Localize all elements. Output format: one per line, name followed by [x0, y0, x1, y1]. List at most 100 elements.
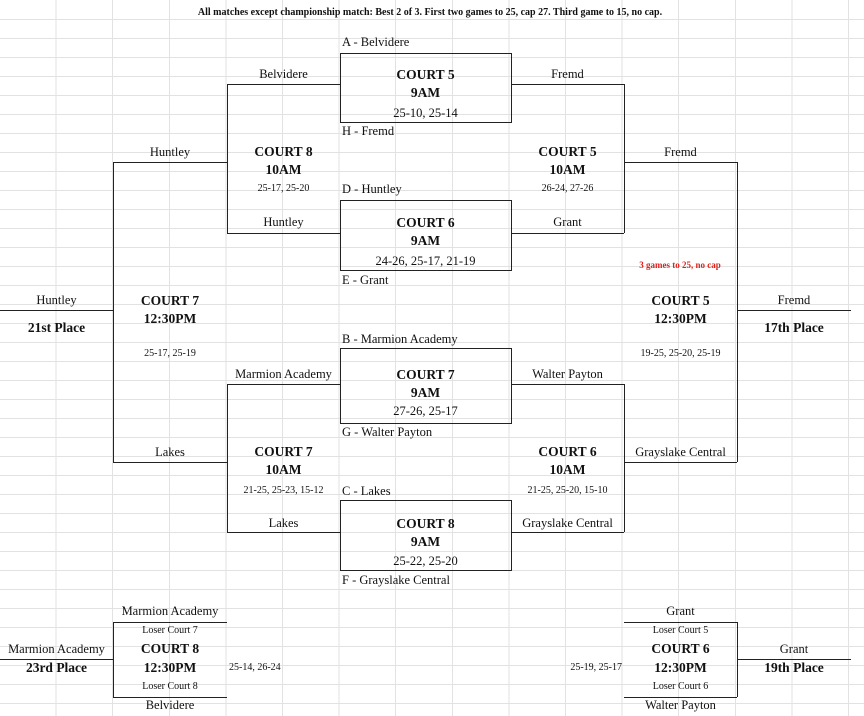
seed-d: D - Huntley [342, 182, 402, 196]
final-winner-left: Huntley [36, 293, 77, 307]
bracket-line [737, 659, 851, 660]
score-label: 25-19, 25-17 [570, 662, 622, 673]
seed-b: B - Marmion Academy [342, 332, 458, 346]
place-label: 23rd Place [25, 660, 88, 675]
time-label: 10AM [265, 462, 302, 477]
team-label: Walter Payton [532, 367, 603, 381]
seed-g: G - Walter Payton [342, 425, 433, 439]
bracket-line [227, 84, 228, 233]
bracket-line [624, 84, 625, 233]
bracket-line [624, 697, 737, 698]
bracket-line [511, 84, 624, 85]
source-label: Loser Court 5 [652, 625, 709, 636]
place-label: 19th Place [764, 660, 824, 675]
bracket-line [113, 162, 227, 163]
bracket-line [737, 310, 851, 311]
time-label: 12:30PM [654, 660, 707, 675]
court-label: COURT 6 [396, 215, 455, 230]
bracket-line [624, 162, 737, 163]
time-label: 10AM [549, 162, 586, 177]
bracket-line [113, 622, 114, 697]
match-box-top-1 [340, 53, 512, 123]
score-label: 24-26, 25-17, 21-19 [375, 254, 476, 268]
team-label: Huntley [263, 215, 304, 229]
bracket-line [227, 233, 340, 234]
court-label: COURT 8 [254, 144, 313, 159]
court-label: COURT 8 [396, 516, 455, 531]
court-label: COURT 7 [396, 367, 455, 382]
team-label: Belvidere [259, 67, 308, 81]
score-label: 21-25, 25-20, 15-10 [527, 485, 608, 496]
bracket-line [227, 384, 340, 385]
bracket-line [113, 622, 227, 623]
team-label: Fremd [551, 67, 584, 81]
score-label: 21-25, 25-23, 15-12 [243, 485, 324, 496]
team-label: Grayslake Central [522, 516, 613, 530]
source-label: Loser Court 7 [142, 625, 198, 636]
time-label: 9AM [410, 233, 441, 248]
team-label: Huntley [149, 145, 191, 159]
bracket-line [113, 462, 227, 463]
time-label: 9AM [410, 534, 441, 549]
team-label: Marmion Academy [121, 604, 219, 618]
seed-c: C - Lakes [342, 484, 391, 498]
team-label: Lakes [155, 445, 185, 459]
court-label: COURT 7 [140, 293, 200, 308]
rules-note: All matches except championship match: B… [197, 7, 663, 18]
bracket-line [0, 310, 113, 311]
time-label: 12:30PM [143, 311, 197, 326]
bracket-line [227, 384, 228, 532]
team-label: Belvidere [145, 698, 195, 712]
score-label: 19-25, 25-20, 25-19 [640, 348, 721, 359]
bracket-line [113, 162, 114, 462]
bracket-line [227, 532, 340, 533]
court-label: COURT 5 [651, 293, 710, 308]
bracket-line [511, 233, 624, 234]
court-label: COURT 5 [396, 67, 455, 82]
place-left: 21st Place [27, 320, 86, 335]
team-label: Grant [553, 215, 582, 229]
place-right: 17th Place [764, 320, 824, 335]
team-label: Marmion Academy [235, 367, 332, 381]
consolation-winner-right: Grant [779, 642, 809, 656]
score-label: 25-17, 25-19 [144, 348, 196, 359]
seed-h: H - Fremd [342, 124, 395, 138]
bracket-line [113, 697, 227, 698]
score-label: 25-17, 25-20 [257, 183, 310, 194]
court-label: COURT 5 [538, 144, 597, 159]
bracket-line [511, 384, 624, 385]
bracket-line [0, 659, 113, 660]
time-label: 9AM [410, 85, 441, 100]
seed-a: A - Belvidere [342, 35, 410, 49]
court-label: COURT 8 [140, 641, 200, 656]
seed-f: F - Grayslake Central [342, 573, 450, 587]
team-label: Fremd [664, 145, 697, 159]
time-label: 10AM [265, 162, 302, 177]
consolation-winner-left: Marmion Academy [8, 642, 105, 656]
match-box-bottom-2 [340, 500, 512, 571]
bracket-line [624, 462, 737, 463]
championship-note: 3 games to 25, no cap [639, 260, 721, 270]
court-label: COURT 6 [651, 641, 710, 656]
bracket-line [737, 162, 738, 462]
score-label: 25-10, 25-14 [393, 106, 458, 120]
bracket-line [624, 622, 737, 623]
time-label: 12:30PM [143, 660, 197, 675]
team-label: Grant [666, 604, 695, 618]
source-label: Loser Court 8 [142, 681, 198, 692]
team-label: Walter Payton [645, 698, 716, 712]
bracket-line [624, 384, 625, 532]
seed-e: E - Grant [342, 273, 389, 287]
score-label: 26-24, 27-26 [541, 183, 594, 194]
bracket-line [511, 532, 624, 533]
match-box-top-2 [340, 200, 512, 271]
score-label: 25-22, 25-20 [393, 554, 458, 568]
time-label: 12:30PM [654, 311, 707, 326]
court-label: COURT 7 [254, 444, 313, 459]
team-label: Grayslake Central [635, 445, 726, 459]
source-label: Loser Court 6 [652, 681, 709, 692]
match-box-bottom-1 [340, 348, 512, 424]
final-winner-right: Fremd [777, 293, 811, 307]
score-label: 25-14, 26-24 [229, 662, 281, 673]
time-label: 10AM [549, 462, 586, 477]
